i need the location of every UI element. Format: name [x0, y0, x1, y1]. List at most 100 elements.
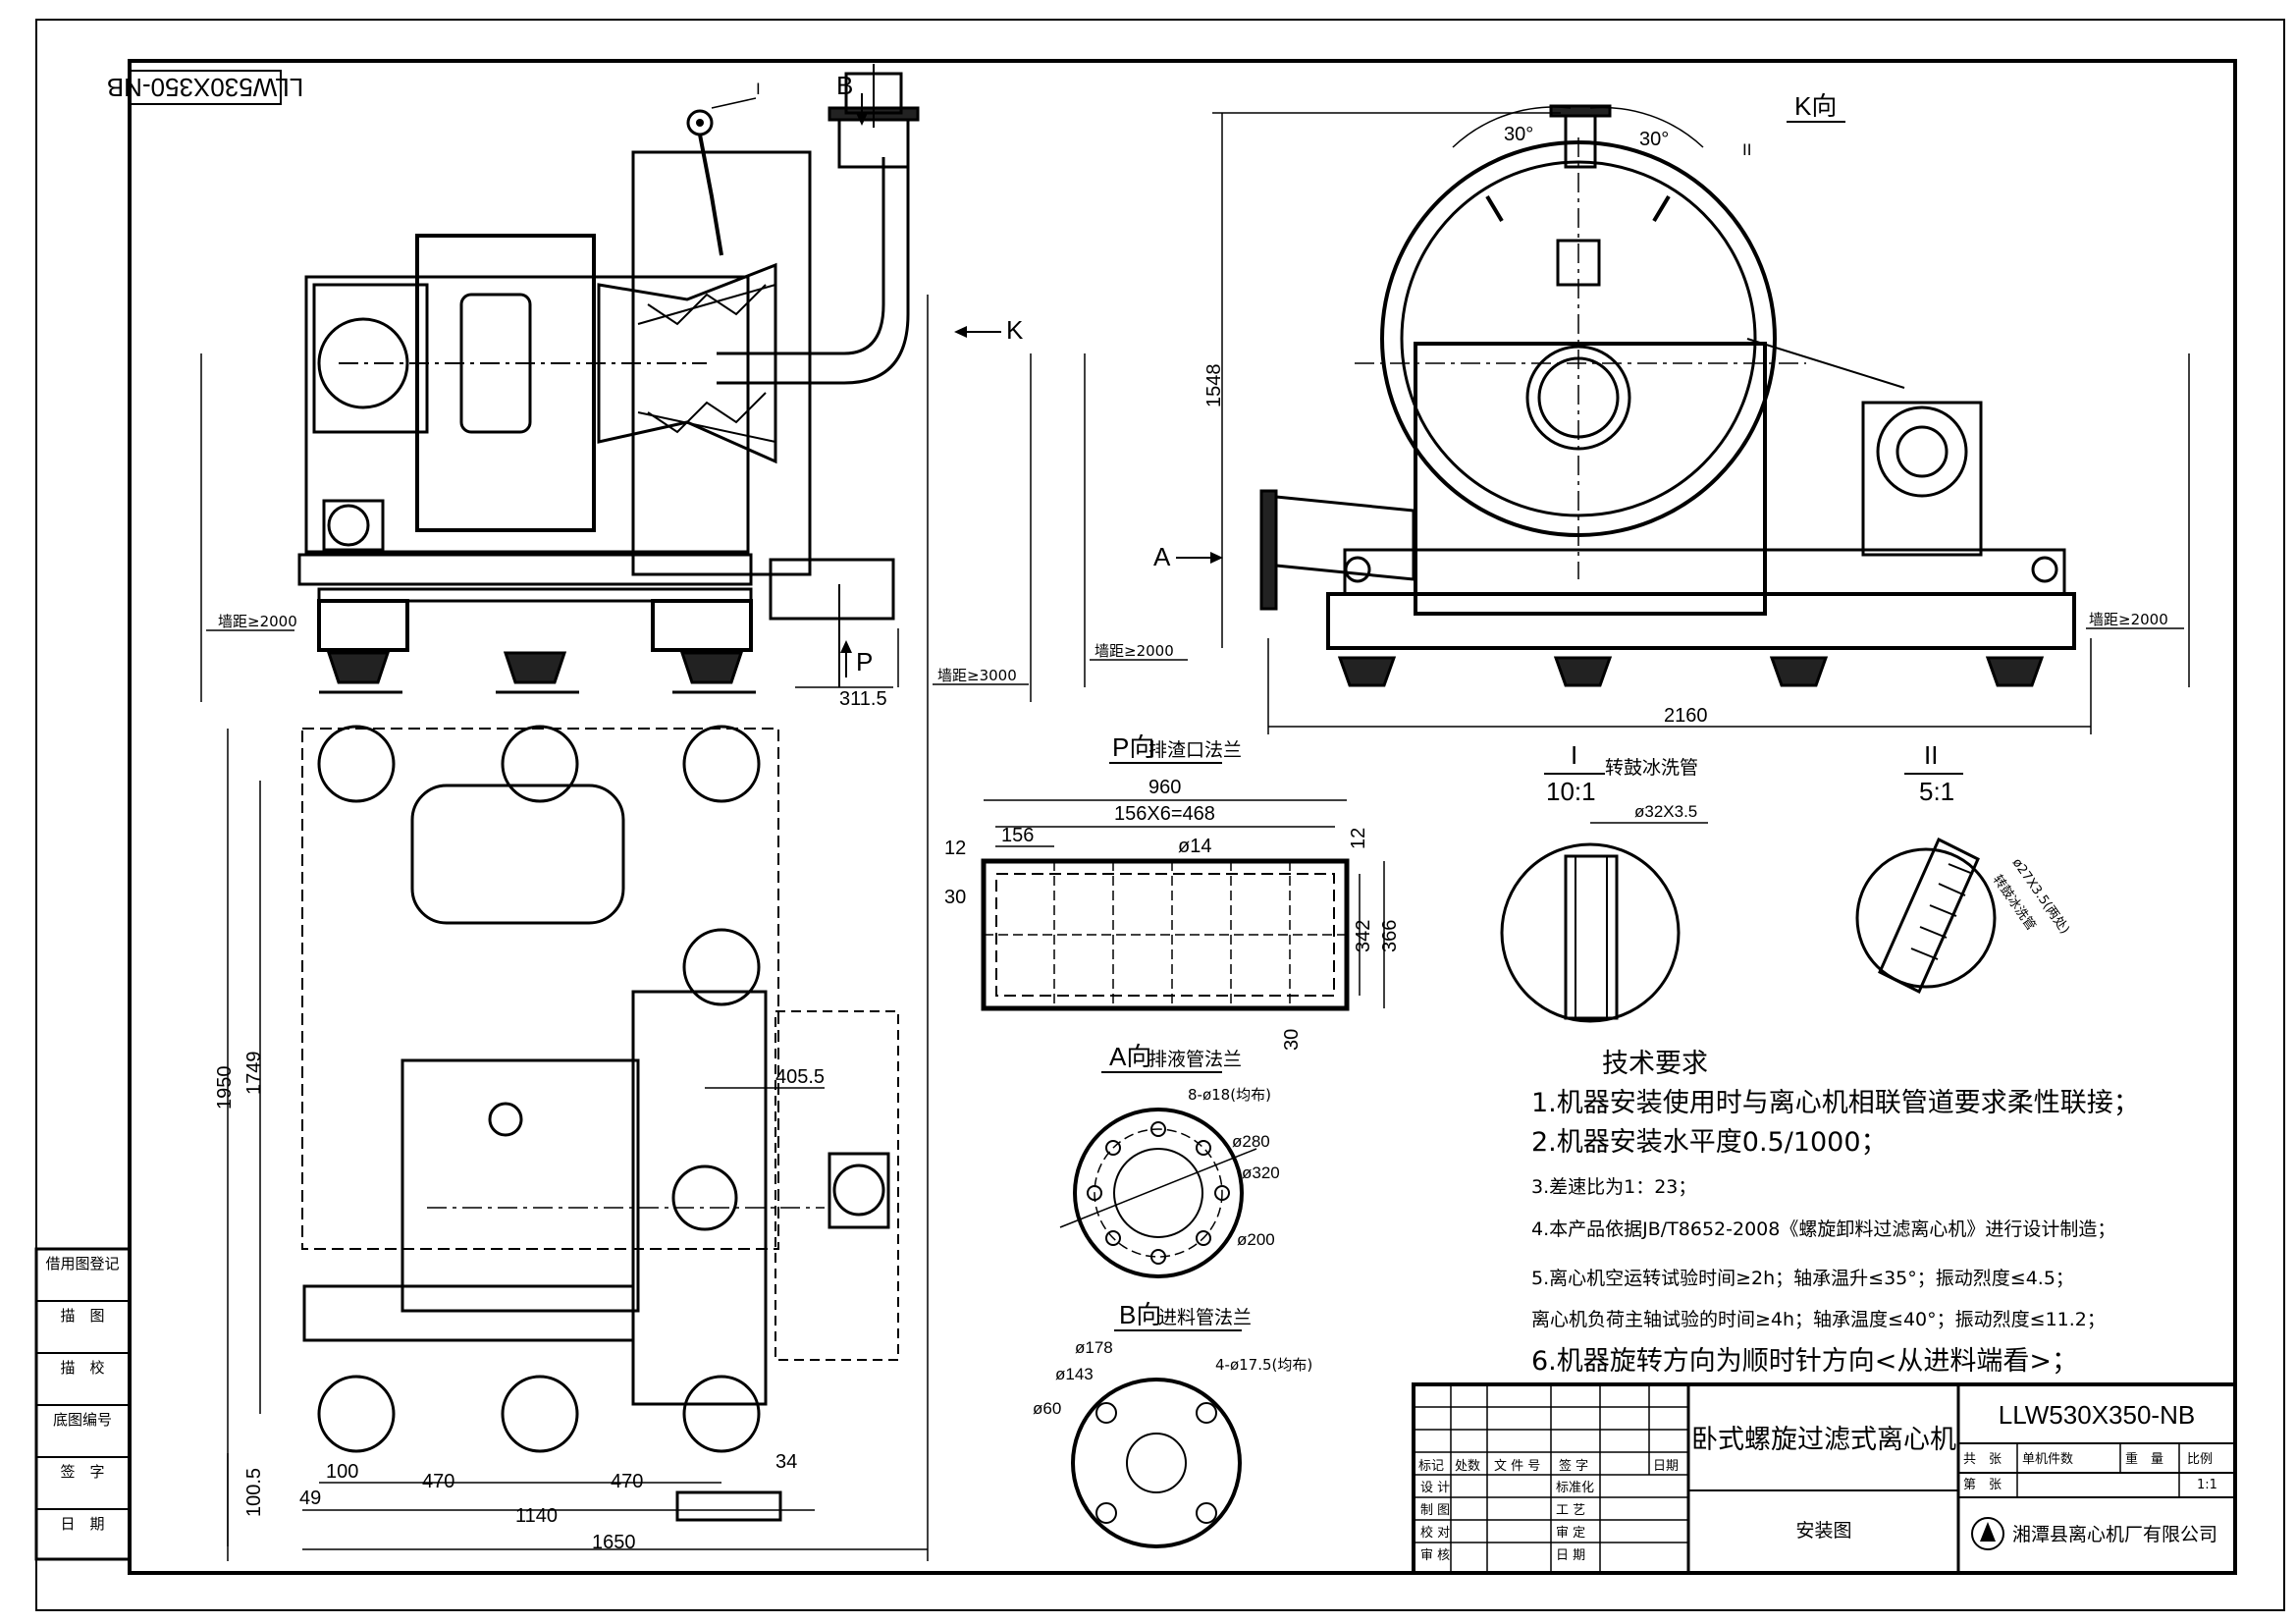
requirement-5b: 离心机负荷主轴试验的时间≥4h；轴承温度≤40°；振动烈度≤11.2；: [1531, 1309, 2106, 1330]
mirrored-model-box: LLW530X350-NB: [107, 70, 303, 105]
dim-1650: 1650: [592, 1532, 636, 1553]
p-dim-342: 342: [1353, 920, 1374, 952]
dim-100: 100: [326, 1461, 358, 1483]
angle-left: 30°: [1504, 124, 1533, 145]
b-view-d60: ø60: [1033, 1399, 1061, 1418]
requirement-5: 5.离心机空运转试验时间≥2h；轴承温升≤35°；振动烈度≤4.5；: [1531, 1268, 2074, 1289]
p-dim-156: 156: [1001, 825, 1034, 846]
b-view-d143: ø143: [1055, 1365, 1094, 1383]
margin-label-sign: 签 字: [60, 1463, 104, 1481]
sheet-no: 第 张: [1963, 1478, 2002, 1492]
requirement-4: 4.本产品依据JB/T8652-2008《螺旋卸料过滤离心机》进行设计制造；: [1531, 1218, 2115, 1240]
margin-label-borrow: 借用图登记: [45, 1255, 119, 1272]
role-draw: 制 图: [1420, 1503, 1450, 1518]
qty-label: 单机件数: [2022, 1452, 2073, 1467]
dim-1140: 1140: [515, 1505, 558, 1527]
dim-1749: 1749: [243, 1052, 265, 1096]
a-view-title: A向: [1109, 1042, 1151, 1071]
p-dim-d14: ø14: [1178, 836, 1211, 857]
side-view: [1084, 104, 2190, 734]
role-review: 审 核: [1420, 1548, 1450, 1563]
a-view-d200: ø200: [1237, 1230, 1275, 1249]
outlet-label-p: P: [856, 647, 873, 677]
dim-1950: 1950: [214, 1066, 236, 1110]
role2-process: 工 艺: [1556, 1503, 1585, 1518]
detail-2-scale: 5:1: [1919, 777, 1954, 806]
a-view-subtitle: 排液管法兰: [1148, 1049, 1242, 1070]
scale-value: 1:1: [2197, 1478, 2217, 1492]
scale-label: 比例: [2187, 1452, 2213, 1467]
k-arrow-label: K: [1006, 315, 1024, 345]
role-design: 设 计: [1420, 1481, 1450, 1495]
mirrored-model-text: LLW530X350-NB: [107, 73, 303, 102]
front-view: [200, 64, 1032, 1561]
detail-1-name: 转鼓冰洗管: [1605, 757, 1698, 779]
drawing-title: 卧式螺旋过滤式离心机: [1691, 1425, 1956, 1455]
title-block: [1412, 1382, 2237, 1575]
side-detail-ref: II: [1742, 140, 1751, 159]
detail-1-pipe: ø32X3.5: [1634, 802, 1697, 821]
technical-requirements: 技术要求 1.机器安装使用时与离心机相联管道要求柔性联接； 2.机器安装水平度0…: [1531, 1049, 2140, 1377]
p-dim-30a: 30: [944, 887, 966, 908]
requirement-2: 2.机器安装水平度0.5/1000；: [1531, 1127, 1888, 1158]
p-dim-30b: 30: [1281, 1029, 1303, 1051]
margin-table: 借用图登记 描 图 描 校 底图编号 签 字 日 期: [34, 1247, 132, 1561]
plan-view: [227, 725, 928, 1561]
side-view-labels: K向 30° 30° II 1548 2160 A 墙距≥2000 墙距≥200…: [1090, 91, 2184, 727]
rev-header-date: 日期: [1653, 1459, 1679, 1474]
margin-label-date: 日 期: [60, 1515, 104, 1533]
front-clearance-right: 墙距≥3000: [937, 667, 1017, 684]
dim-49: 49: [299, 1488, 321, 1509]
front-view-labels: I B P K 墙距≥2000 墙距≥3000 311.5: [206, 71, 1029, 710]
detail-1-ref: I: [1571, 740, 1577, 770]
dim-width-2160: 2160: [1664, 705, 1708, 727]
front-detail-ref: I: [756, 80, 761, 98]
sheet-total: 共 张: [1963, 1452, 2002, 1467]
role2-std: 标准化: [1556, 1481, 1594, 1495]
detail-1: I 10:1 转鼓冰洗管 ø32X3.5: [1500, 740, 1708, 1023]
dim-470-a: 470: [422, 1471, 454, 1492]
a-view: A向 排液管法兰 8-ø18(均布) ø280 ø320 ø200: [1059, 1042, 1280, 1278]
rev-header-sign: 签 字: [1559, 1458, 1588, 1474]
dim-34: 34: [775, 1451, 797, 1473]
inlet-label-b: B: [836, 71, 853, 100]
role2-approve: 审 定: [1556, 1526, 1585, 1541]
p-view: P向 排渣口法兰 960 156X6=468 12 156 ø14 30 12 …: [944, 732, 1401, 1051]
rev-header-mark: 标记: [1418, 1459, 1444, 1474]
p-dim-12a: 12: [944, 838, 966, 859]
detail-2-ref: II: [1924, 740, 1938, 770]
b-view-d178: ø178: [1075, 1338, 1113, 1357]
k-view-title: K向: [1794, 91, 1837, 121]
p-dim-468: 156X6=468: [1114, 803, 1215, 825]
p-dim-960: 960: [1148, 777, 1181, 798]
drawing-subtitle: 安装图: [1795, 1520, 1851, 1542]
p-dim-12b: 12: [1348, 828, 1369, 849]
b-view-title: B向: [1119, 1300, 1161, 1329]
front-clearance-left: 墙距≥2000: [218, 613, 297, 630]
requirement-6: 6.机器旋转方向为顺时针方向<从进料端看>；: [1531, 1346, 2078, 1377]
a-view-d320: ø320: [1242, 1164, 1280, 1182]
side-clearance-right: 墙距≥2000: [2089, 611, 2168, 628]
p-dim-366: 366: [1379, 920, 1401, 952]
dim-470-b: 470: [611, 1471, 643, 1492]
role2-date: 日 期: [1556, 1548, 1585, 1563]
plan-view-dims: 1950 1749 405.5 100 470 470 34 100.5 49 …: [214, 1052, 825, 1554]
b-view-holes: 4-ø17.5(均布): [1215, 1356, 1312, 1374]
rev-header-doc: 文 件 号: [1494, 1459, 1540, 1474]
p-view-title: P向: [1112, 732, 1154, 762]
a-view-d280: ø280: [1232, 1132, 1270, 1151]
inlet-label-a: A: [1153, 542, 1171, 571]
company-logo-icon: [1971, 1517, 2004, 1550]
title-block-text: 标记 处数 文 件 号 签 字 日期 设 计 制 图 校 对 审 核 标准化 工…: [1418, 1400, 2217, 1563]
sheet-border: [35, 19, 2285, 1611]
rev-header-count: 处数: [1455, 1459, 1480, 1474]
b-view-subtitle: 进料管法兰: [1158, 1307, 1252, 1328]
p-view-subtitle: 排渣口法兰: [1148, 739, 1242, 761]
role-check: 校 对: [1420, 1525, 1450, 1541]
company-name: 湘潭县离心机厂有限公司: [2012, 1524, 2217, 1545]
detail-2: II 5:1 ø27X3.5(两处) 转鼓冰洗管: [1855, 740, 2072, 995]
dim-311-5: 311.5: [839, 688, 887, 710]
requirements-heading: 技术要求: [1602, 1049, 1708, 1079]
detail-1-scale: 10:1: [1546, 777, 1596, 806]
